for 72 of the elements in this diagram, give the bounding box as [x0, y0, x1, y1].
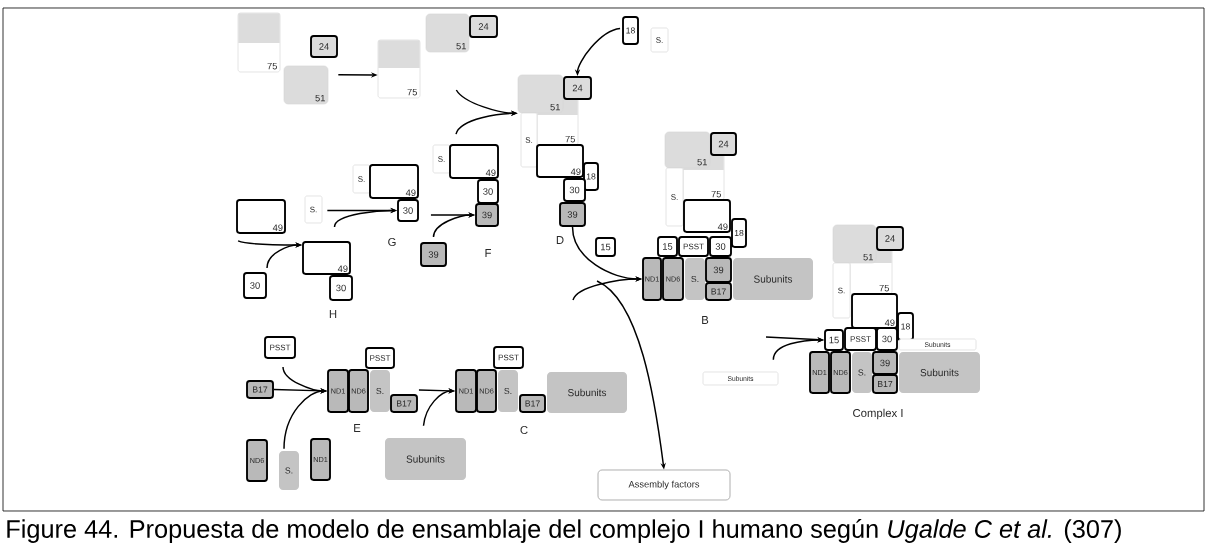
subunit-box: 30 [243, 272, 267, 299]
subunit-box: B17 [390, 394, 418, 413]
stage-label: B [702, 316, 709, 324]
subunit-box: PSST [493, 346, 524, 369]
subunit-box: S. [498, 370, 518, 412]
subunit-box: Subunits [547, 372, 627, 413]
figure-caption: Figure 44. Propuesta de modelo de ensamblaje del complejo I humano según Ugalde C et al. (307) [7, 519, 1121, 543]
subunit-box: S. [650, 27, 669, 53]
stage-label: G [388, 238, 396, 246]
subunit-box: 51 [283, 65, 329, 105]
subunit-box: 15 [824, 329, 844, 351]
subunit-box: 75 [237, 12, 281, 73]
subunit-box: 30 [709, 236, 732, 257]
subunit-box: Subunits [899, 352, 980, 393]
subunit-box: B17 [705, 282, 732, 301]
subunit-box: 49 [236, 199, 286, 234]
subunit-box: Subunits [385, 438, 466, 480]
subunit-box: 18 [731, 218, 747, 248]
subunit-box: PSST [844, 327, 877, 351]
subunit-box: B17 [519, 394, 546, 413]
subunit-box: 30 [397, 199, 419, 222]
subunit-box: PSST [264, 336, 296, 359]
subunit-box: 39 [705, 257, 732, 283]
subunit-box: 15 [657, 236, 678, 257]
subunit-box: 15 [595, 237, 616, 257]
subunit-box: 18 [897, 312, 914, 341]
subunit-box: 49 [369, 164, 419, 199]
subunit-box: 24 [310, 35, 338, 58]
subunit-box: PSST [678, 236, 709, 257]
subunit-box: 30 [563, 178, 586, 202]
subunit-box: 51 [832, 224, 877, 264]
subunit-box: 51 [664, 131, 711, 169]
subunit-box: Subunits [733, 258, 813, 300]
subunit-box: 30 [876, 327, 898, 351]
subunit-box: 75 [377, 39, 421, 99]
subunit-box: 39 [559, 202, 586, 227]
stage-label: F [485, 249, 491, 257]
subunit-box: 24 [469, 15, 498, 38]
subunit-box: 24 [563, 76, 592, 100]
subunit-box: S. [432, 144, 451, 174]
subunit-box: 30 [329, 275, 353, 301]
stage-label: Complex I [853, 408, 903, 420]
subunit-box: 39 [475, 203, 499, 227]
subunit-box: 49 [536, 144, 584, 178]
subunit-box: 18 [622, 16, 639, 45]
stage-label: C [520, 426, 528, 434]
subunit-box: S. [352, 164, 371, 194]
subunit-box: 51 [425, 13, 470, 53]
stage-label: D [556, 236, 564, 244]
subunit-box: PSST [365, 347, 395, 369]
subunit-box: 49 [683, 199, 731, 233]
subunit-box: S. [520, 112, 538, 168]
subunit-box: 49 [851, 293, 898, 329]
subunit-box: 24 [876, 226, 904, 251]
subunit-box: Assembly factors [597, 469, 731, 501]
subunit-box: 39 [872, 351, 898, 375]
subunit-box: B17 [872, 374, 898, 394]
subunit-box: S. [685, 258, 705, 300]
subunit-box: S. [304, 195, 323, 224]
stage-label: E [354, 424, 361, 432]
subunit-box: S. [370, 370, 390, 412]
subunit-box: B17 [246, 380, 274, 399]
subunit-box: S. [852, 352, 872, 393]
subunit-box: 30 [477, 179, 499, 204]
subunit-box: 49 [449, 144, 499, 179]
subunit-box: 18 [583, 162, 599, 191]
subunit-box: S. [832, 262, 851, 319]
subunit-box: 39 [420, 242, 447, 267]
subunit-box: 24 [710, 132, 737, 156]
subunit-box: 49 [302, 241, 351, 275]
subunit-box: S. [665, 167, 684, 227]
subunit-box: S. [279, 451, 299, 490]
